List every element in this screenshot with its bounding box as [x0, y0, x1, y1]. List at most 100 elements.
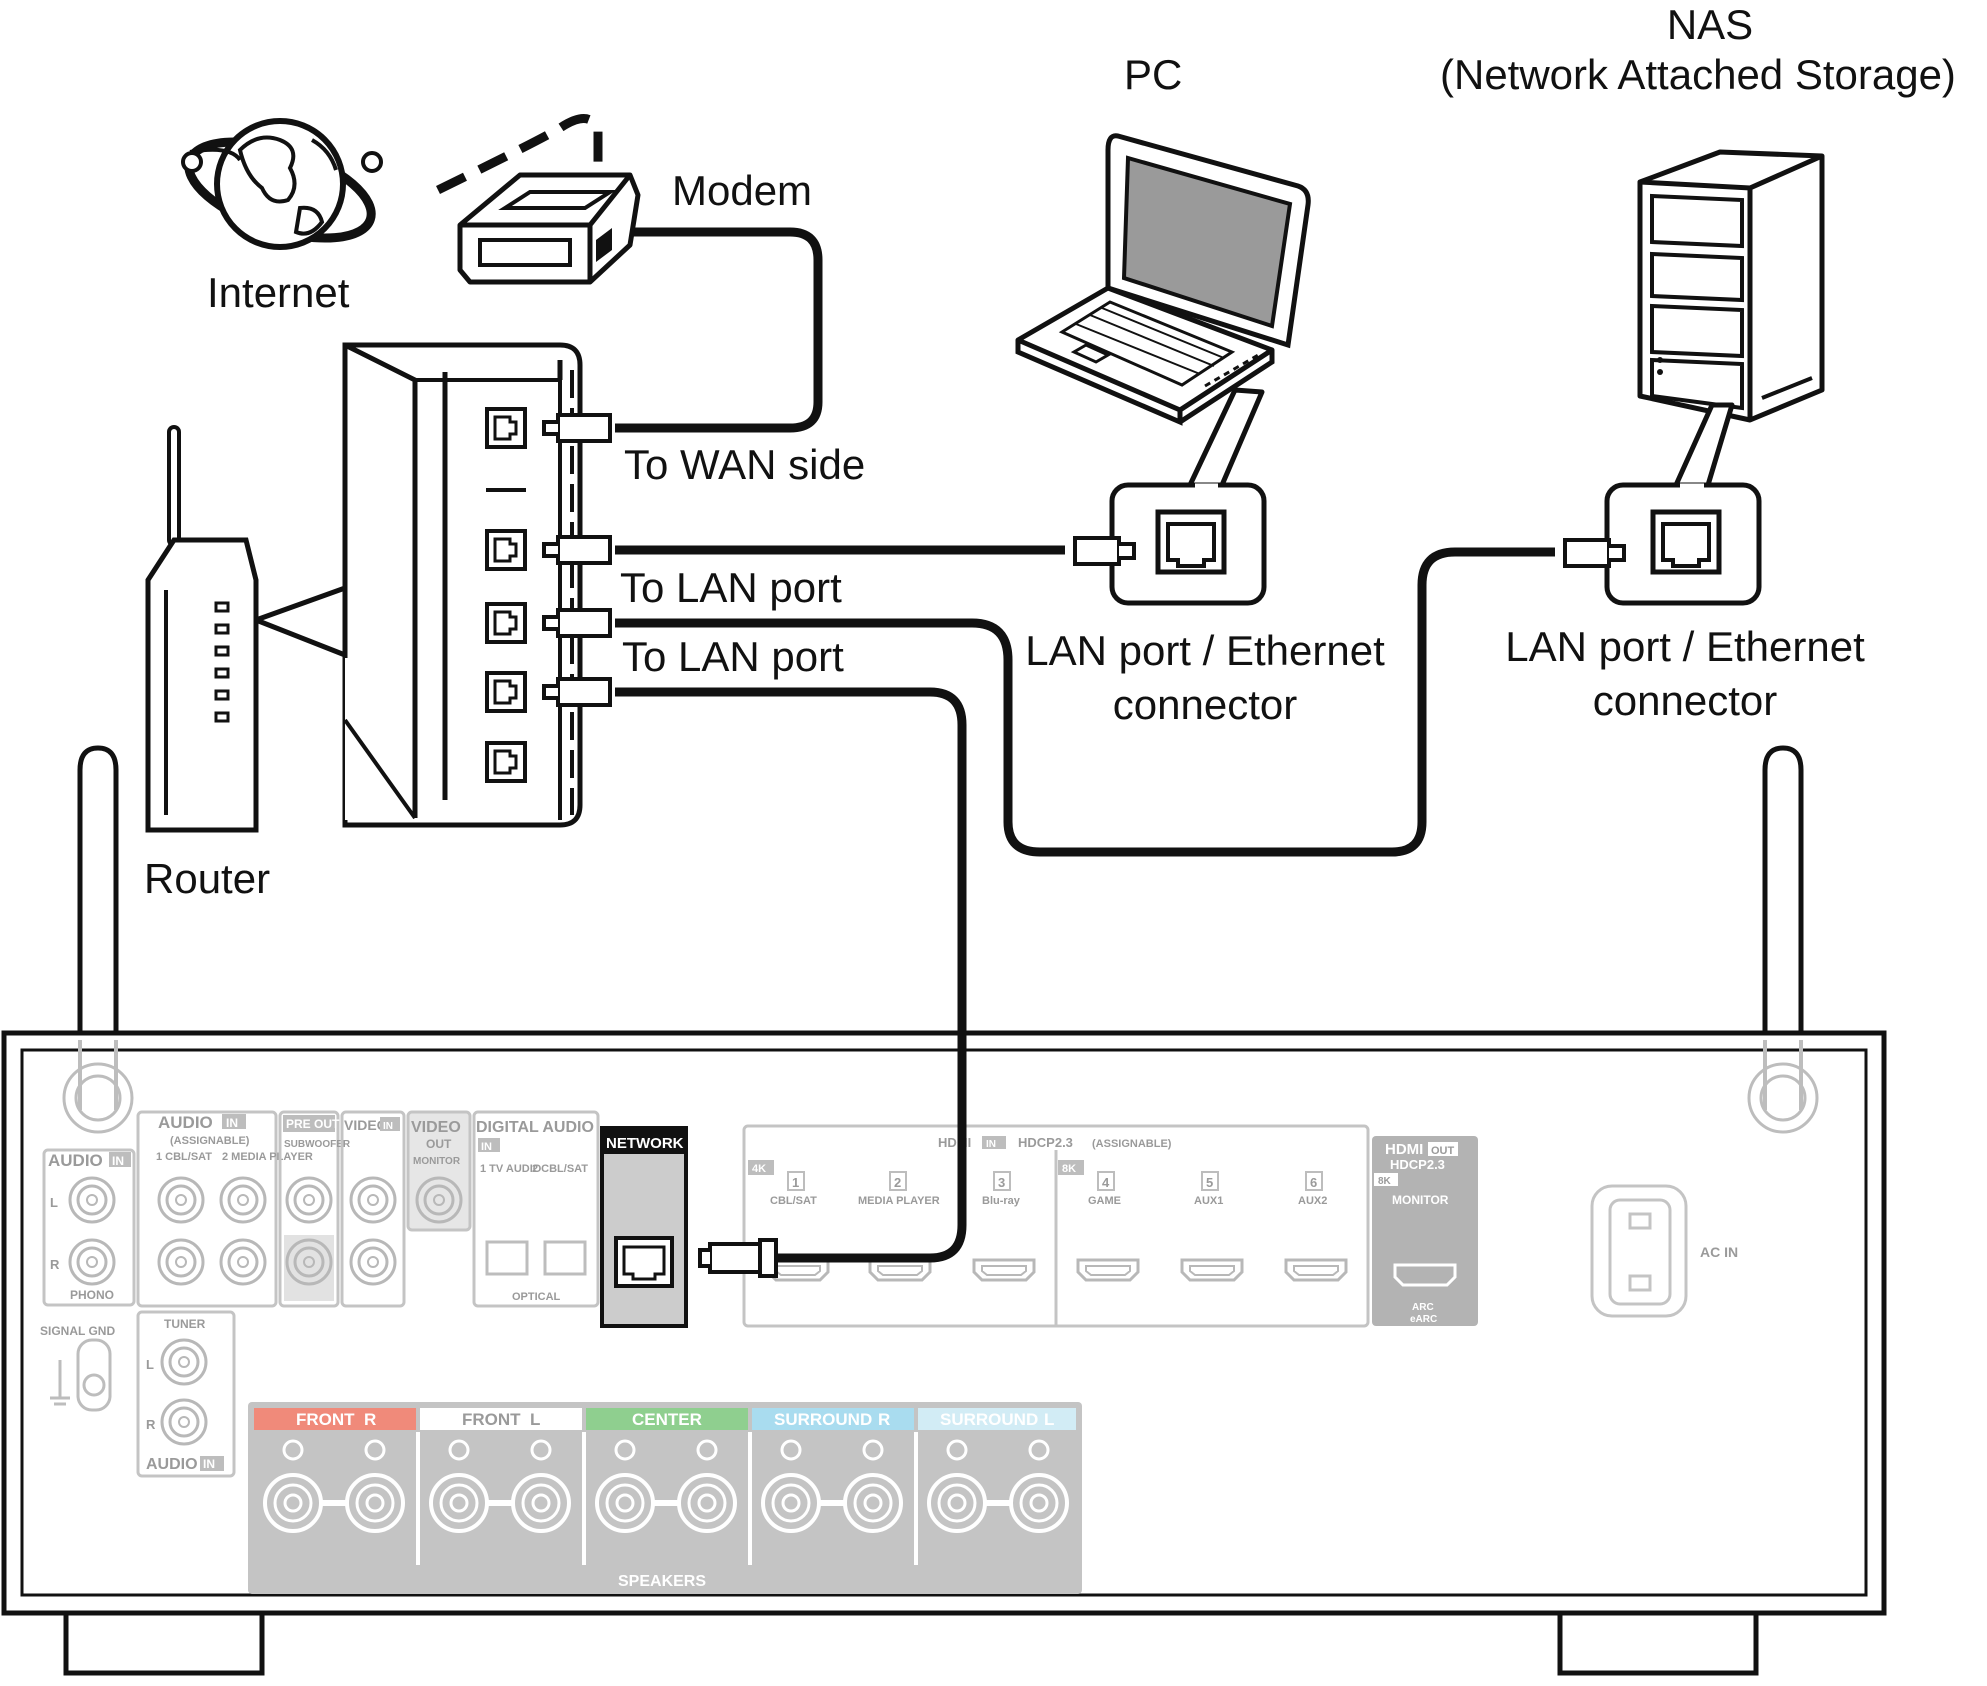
- svg-text:IN: IN: [986, 1139, 996, 1150]
- wan-cable: [608, 227, 823, 433]
- svg-text:CENTER: CENTER: [632, 1410, 702, 1429]
- network-port: NETWORK: [600, 1126, 688, 1328]
- phono-input-block: AUDIO IN L R PHONO: [42, 1148, 136, 1307]
- svg-text:eARC: eARC: [1410, 1314, 1437, 1325]
- svg-text:SURROUND: SURROUND: [940, 1410, 1038, 1429]
- svg-text:3: 3: [998, 1175, 1005, 1190]
- svg-text:6: 6: [1310, 1175, 1317, 1190]
- svg-text:2 MEDIA PLAYER: 2 MEDIA PLAYER: [222, 1151, 313, 1163]
- nas-lan-callout: [1563, 402, 1762, 606]
- svg-text:CBL/SAT: CBL/SAT: [770, 1195, 817, 1207]
- pc-port-label-line2: connector: [1112, 681, 1298, 728]
- svg-text:HDCP2.3: HDCP2.3: [1018, 1135, 1073, 1150]
- internet-globe-icon: [181, 118, 383, 250]
- tuner-block: TUNER L R AUDIO IN: [136, 1310, 236, 1478]
- svg-text:R: R: [146, 1417, 156, 1432]
- wan-side-label: To WAN side: [624, 441, 866, 488]
- svg-text:AUX2: AUX2: [1298, 1195, 1327, 1207]
- internet-link: [436, 114, 603, 195]
- phono-audio-label: AUDIO: [48, 1151, 103, 1170]
- lan-port-label-2: To LAN port: [622, 633, 844, 680]
- svg-text:IN: IN: [112, 1154, 124, 1168]
- svg-text:MONITOR: MONITOR: [1392, 1193, 1449, 1207]
- video-in-block: VIDEO IN: [340, 1110, 406, 1308]
- svg-text:AUX1: AUX1: [1194, 1195, 1223, 1207]
- modem: [457, 172, 641, 285]
- nas-port-label-line2: connector: [1592, 677, 1778, 724]
- svg-text:MEDIA PLAYER: MEDIA PLAYER: [858, 1195, 940, 1207]
- svg-text:OUT: OUT: [1431, 1145, 1455, 1157]
- svg-text:TUNER: TUNER: [164, 1317, 206, 1331]
- hdmi-out-block: HDMI OUT HDCP2.3 8K MONITOR ARC eARC: [1372, 1136, 1478, 1326]
- svg-text:HDCP2.3: HDCP2.3: [1390, 1157, 1445, 1172]
- svg-text:AC IN: AC IN: [1700, 1244, 1738, 1260]
- nas-description: (Network Attached Storage): [1440, 51, 1956, 98]
- router: [145, 342, 583, 833]
- svg-text:2: 2: [894, 1175, 901, 1190]
- right-antenna: [1762, 745, 1804, 1035]
- nas-cable: [615, 547, 1555, 857]
- svg-text:AUDIO: AUDIO: [158, 1113, 213, 1132]
- svg-text:SIGNAL GND: SIGNAL GND: [40, 1324, 115, 1338]
- svg-text:1 CBL/SAT: 1 CBL/SAT: [156, 1151, 212, 1163]
- svg-text:MONITOR: MONITOR: [413, 1156, 461, 1167]
- pc-label: PC: [1124, 51, 1183, 98]
- svg-text:SUBWOOFER: SUBWOOFER: [284, 1139, 351, 1150]
- av-receiver: AUDIO IN L R PHONO SIGNAL GND AUDIO IN (…: [1, 745, 1887, 1676]
- nas-icon: [1637, 149, 1825, 423]
- svg-text:L: L: [50, 1195, 58, 1210]
- internet-label: Internet: [207, 269, 350, 316]
- svg-text:IN: IN: [481, 1141, 492, 1153]
- svg-text:OUT: OUT: [426, 1137, 452, 1151]
- svg-text:Blu-ray: Blu-ray: [982, 1195, 1021, 1207]
- svg-text:L: L: [1044, 1410, 1054, 1429]
- audio-in-assignable-block: AUDIO IN (ASSIGNABLE) 1 CBL/SAT 2 MEDIA …: [136, 1110, 313, 1308]
- signal-gnd: SIGNAL GND: [40, 1324, 115, 1412]
- lan-port-label-1: To LAN port: [620, 564, 842, 611]
- svg-text:2 CBL/SAT: 2 CBL/SAT: [532, 1163, 588, 1175]
- svg-text:VIDEO: VIDEO: [411, 1119, 461, 1136]
- svg-text:PRE OUT: PRE OUT: [286, 1117, 340, 1131]
- svg-text:1: 1: [792, 1175, 799, 1190]
- ac-in: AC IN: [1590, 1184, 1738, 1318]
- svg-text:DIGITAL AUDIO: DIGITAL AUDIO: [476, 1119, 594, 1136]
- right-foot: [1557, 1610, 1759, 1676]
- svg-text:R: R: [878, 1410, 890, 1429]
- svg-text:(ASSIGNABLE): (ASSIGNABLE): [1092, 1138, 1172, 1150]
- svg-text:L: L: [530, 1410, 540, 1429]
- svg-text:R: R: [364, 1410, 376, 1429]
- svg-text:PHONO: PHONO: [70, 1288, 114, 1302]
- left-antenna: [77, 745, 119, 1035]
- speaker-terminals: FRONT R FRONT L CENTER SURROUND R SURROU…: [248, 1402, 1082, 1594]
- svg-text:4K: 4K: [752, 1163, 766, 1175]
- svg-text:8K: 8K: [1062, 1163, 1076, 1175]
- svg-text:HDMI: HDMI: [1385, 1141, 1423, 1158]
- cables: [608, 227, 1555, 1263]
- video-out-block: VIDEO OUT MONITOR: [406, 1110, 472, 1232]
- router-label: Router: [144, 855, 271, 902]
- svg-text:IN: IN: [383, 1121, 393, 1132]
- svg-text:IN: IN: [203, 1457, 215, 1471]
- svg-text:GAME: GAME: [1088, 1195, 1121, 1207]
- svg-text:SPEAKERS: SPEAKERS: [618, 1573, 706, 1590]
- svg-text:ARC: ARC: [1412, 1302, 1434, 1313]
- svg-text:5: 5: [1206, 1175, 1213, 1190]
- svg-text:(ASSIGNABLE): (ASSIGNABLE): [170, 1135, 250, 1147]
- pc-port-label-line1: LAN port / Ethernet: [1025, 627, 1385, 674]
- network-label: NETWORK: [606, 1135, 684, 1152]
- digital-audio-block: DIGITAL AUDIO IN 1 TV AUDIO 2 CBL/SAT OP…: [472, 1110, 600, 1308]
- svg-text:1 TV AUDIO: 1 TV AUDIO: [480, 1163, 542, 1175]
- nas-port-label-line1: LAN port / Ethernet: [1505, 623, 1865, 670]
- hdmi-in-block: HDMI IN HDCP2.3 (ASSIGNABLE) 4K 8K 1 CBL…: [742, 1124, 1370, 1328]
- svg-text:VIDEO: VIDEO: [344, 1117, 388, 1133]
- svg-text:8K: 8K: [1378, 1176, 1392, 1187]
- receiver-cable: [615, 687, 967, 1263]
- svg-text:L: L: [146, 1357, 154, 1372]
- pc-laptop-icon: [1015, 133, 1311, 426]
- svg-text:SURROUND: SURROUND: [774, 1410, 872, 1429]
- modem-label: Modem: [672, 167, 813, 214]
- pc-lan-callout: [1073, 387, 1267, 606]
- receiver-plug: [698, 1238, 778, 1278]
